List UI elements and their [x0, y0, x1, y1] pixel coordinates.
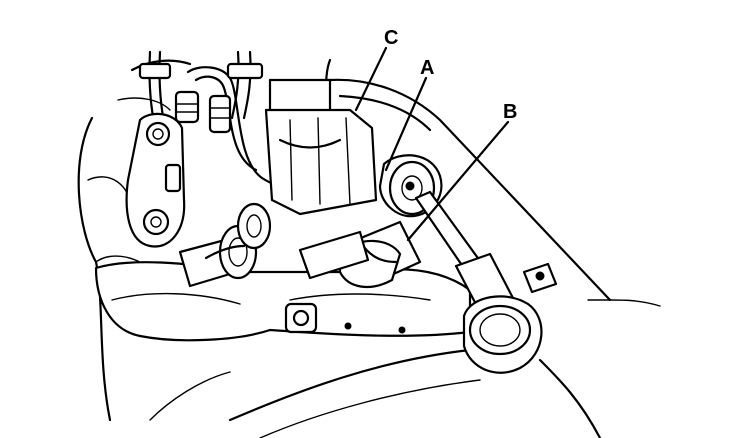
callout-label-b: B — [503, 101, 517, 123]
press-tool-rod — [414, 190, 543, 374]
chassis-frame — [77, 59, 661, 438]
callout-labels: C A B — [384, 27, 517, 123]
leader-b — [406, 120, 510, 242]
callout-label-c: C — [384, 27, 398, 49]
steering-knuckle — [125, 112, 186, 248]
mount-bolt — [522, 262, 558, 294]
rear-bushing — [298, 220, 422, 288]
callout-leaders — [354, 46, 510, 242]
front-bushing — [178, 202, 272, 288]
lower-control-arm — [94, 261, 472, 342]
leader-a — [384, 76, 428, 172]
leader-c — [354, 46, 388, 112]
shock-body — [264, 78, 378, 216]
callout-label-a: A — [420, 57, 434, 79]
